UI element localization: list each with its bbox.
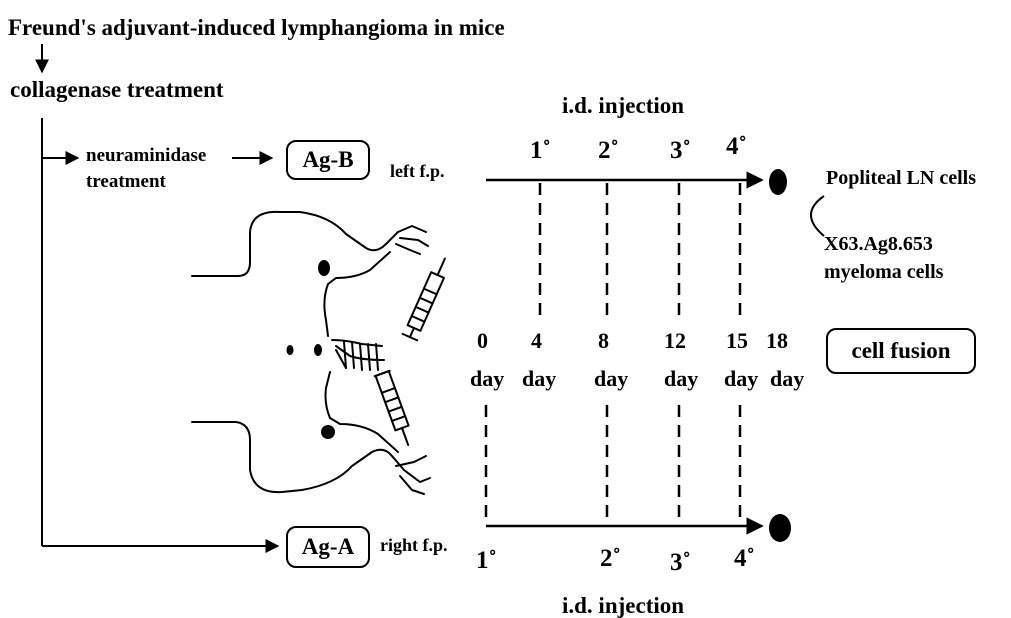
injection-label-top: i.d. injection <box>562 94 684 117</box>
mouse-illustration <box>192 212 452 494</box>
top-injection-4: 4˚ <box>726 134 747 159</box>
day-unit-12: day <box>664 368 698 390</box>
day-number-0: 0 <box>477 330 488 352</box>
top-injection-3: 3˚ <box>670 138 691 163</box>
bottom-injection-4: 4˚ <box>734 546 755 571</box>
day-unit-4: day <box>522 368 556 390</box>
left-fp-label: left f.p. <box>390 162 444 180</box>
diagram-title: Freund's adjuvant-induced lymphangioma i… <box>8 16 505 39</box>
right-fp-label: right f.p. <box>380 536 448 554</box>
bottom-injection-1: 1˚ <box>476 548 497 573</box>
day-number-4: 4 <box>531 330 542 352</box>
day-unit-0: day <box>470 368 504 390</box>
myeloma-cells-label: myeloma cells <box>824 262 943 282</box>
day-unit-8: day <box>594 368 628 390</box>
day-number-8: 8 <box>598 330 609 352</box>
bottom-injection-2: 2˚ <box>600 546 621 571</box>
ag-a-label: Ag-A <box>302 534 354 560</box>
myeloma-strain-label: X63.Ag8.653 <box>824 234 933 254</box>
bottom-endpoint-dot <box>769 514 791 542</box>
top-dashed-lines <box>540 183 740 318</box>
injection-label-bottom: i.d. injection <box>562 594 684 617</box>
cell-fusion-label: cell fusion <box>851 338 950 364</box>
neuraminidase-treatment-label: treatment <box>86 172 166 191</box>
step-collagenase: collagenase treatment <box>10 78 224 101</box>
top-injection-2: 2˚ <box>598 138 619 163</box>
neuraminidase-label: neuraminidase <box>86 146 206 165</box>
popliteal-ln-cells-label: Popliteal LN cells <box>826 168 976 188</box>
ag-b-label: Ag-B <box>302 147 353 173</box>
cell-fusion-box: cell fusion <box>826 328 976 374</box>
top-injection-1: 1˚ <box>530 138 551 163</box>
day-number-12: 12 <box>664 330 686 352</box>
top-endpoint-dot <box>769 169 787 195</box>
ag-a-box: Ag-A <box>286 526 370 568</box>
day-number-15: 15 <box>726 330 748 352</box>
day-number-18: 18 <box>766 330 788 352</box>
bottom-dashed-lines <box>486 405 740 524</box>
day-unit-15: day <box>724 368 758 390</box>
bottom-injection-3: 3˚ <box>670 550 691 575</box>
fusion-bracket <box>811 196 824 236</box>
day-unit-18: day <box>770 368 804 390</box>
ag-b-box: Ag-B <box>286 140 370 180</box>
